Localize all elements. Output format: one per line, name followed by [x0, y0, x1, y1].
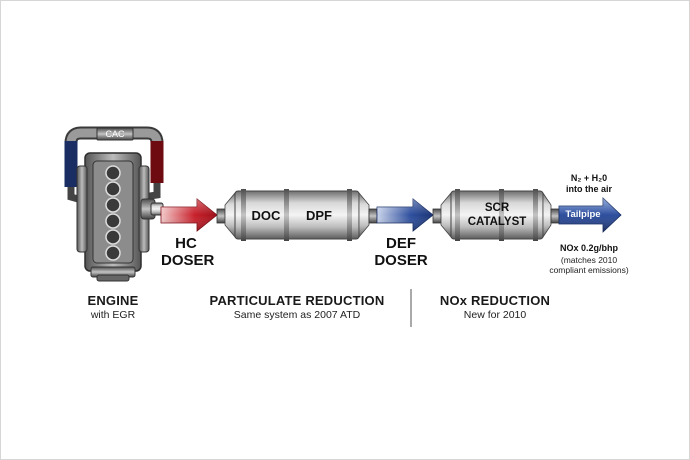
hc-doser-label: HC DOSER — [161, 235, 215, 269]
tailpipe-output-line1: N₂ + H₂0 — [570, 173, 608, 183]
engine-title: ENGINE — [87, 293, 139, 308]
engine-subtitle: with EGR — [90, 309, 136, 321]
scr-label-line2: CATALYST — [467, 216, 527, 228]
nox-note: (matches 2010 compliant emissions) — [539, 255, 639, 275]
scr-label-line1: SCR — [484, 202, 510, 214]
particulate-section-subtitle: Same system as 2007 ATD — [233, 309, 361, 321]
def-doser-line2: DOSER — [374, 252, 428, 269]
nox-note-line2: compliant emissions) — [549, 265, 629, 275]
nox-note-line1: (matches 2010 — [560, 255, 618, 265]
cac-label: CAC — [105, 129, 125, 139]
def-doser-arrow — [376, 198, 434, 232]
particulate-section-title: PARTICULATE REDUCTION — [209, 293, 385, 308]
hc-doser-line1: HC — [175, 235, 197, 252]
tailpipe-label: Tailpipe — [565, 209, 601, 220]
cac-cooler-block — [96, 127, 134, 141]
cac-loop — [64, 126, 164, 205]
engine-block — [76, 152, 164, 282]
nox-value: NOx 0.2g/bhp — [559, 243, 618, 253]
tailpipe-output-line2: into the air — [565, 184, 612, 194]
tailpipe-output-label: N₂ + H₂0 into the air — [549, 173, 629, 195]
nox-section-title: NOx REDUCTION — [439, 293, 551, 308]
doc-label: DOC — [251, 208, 281, 223]
def-doser-label: DEF DOSER — [373, 235, 429, 269]
hc-doser-line2: DOSER — [161, 252, 215, 269]
scr-label: SCR CATALYST — [460, 201, 534, 229]
scr-canister — [432, 189, 560, 241]
engine-cylinders — [105, 165, 121, 261]
def-doser-line1: DEF — [386, 235, 416, 252]
hc-doser-arrow — [160, 198, 218, 232]
doc-dpf-canister — [216, 189, 378, 241]
dpf-label: DPF — [306, 208, 332, 223]
tailpipe-arrow — [558, 197, 622, 233]
nox-section-subtitle: New for 2010 — [463, 309, 527, 321]
